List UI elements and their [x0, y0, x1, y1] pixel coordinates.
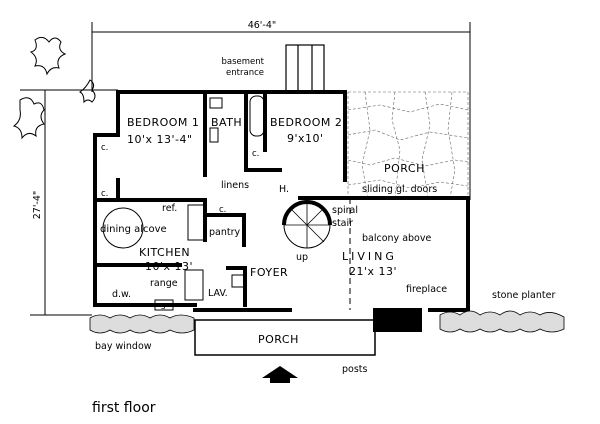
- entrance-label: entrance: [226, 68, 264, 78]
- width-dimension-label: 46'-4": [248, 20, 277, 31]
- closet-label: c.: [219, 205, 226, 215]
- sliding-doors-label: sliding gl. doors: [362, 184, 437, 195]
- closet-label: c.: [101, 189, 108, 199]
- foyer-label: FOYER: [250, 266, 288, 279]
- bedroom1-size: 10'x 13'-4": [127, 133, 193, 146]
- interior-lines: [102, 95, 376, 356]
- stair-label: stair: [332, 218, 353, 229]
- hall-label: H.: [279, 184, 289, 195]
- ref-label: ref.: [162, 203, 177, 214]
- depth-dimension-label: 27'-4": [32, 191, 43, 220]
- closet-label: c.: [252, 149, 259, 159]
- stone-porch: [347, 91, 469, 199]
- floor-caption: first floor: [92, 400, 156, 416]
- tree-icon: [12, 36, 96, 140]
- linens-label: linens: [221, 180, 249, 191]
- back-porch-label: PORCH: [384, 162, 425, 175]
- living-size: 21'x 13': [349, 265, 397, 278]
- basement-label: basement: [222, 57, 265, 67]
- pantry-label: pantry: [209, 227, 241, 238]
- entry-arrow-icon: [262, 366, 298, 383]
- kitchen-name: KITCHEN: [139, 246, 190, 259]
- spiral-label: spiral: [332, 205, 358, 216]
- spiral-stair: [282, 200, 332, 249]
- kitchen-size: 10'x 13': [145, 260, 193, 273]
- dimension-depth: [20, 89, 118, 316]
- dimension-width: [91, 22, 471, 200]
- bedroom2-name: BEDROOM 2: [270, 116, 342, 129]
- sink-label: s: [161, 302, 166, 312]
- closet-label: c.: [101, 143, 108, 153]
- dw-label: d.w.: [112, 289, 131, 300]
- basement-entrance: [285, 44, 325, 93]
- up-label: up: [296, 252, 308, 263]
- range-label: range: [150, 278, 178, 289]
- posts-label: posts: [342, 364, 368, 375]
- front-porch-label: PORCH: [258, 333, 299, 346]
- bay-window-label: bay window: [95, 341, 152, 352]
- living-name: LIVING: [342, 250, 397, 263]
- bedroom1-name: BEDROOM 1: [127, 116, 199, 129]
- dining-label: dining alcove: [100, 224, 167, 235]
- bath-label: BATH: [211, 116, 242, 129]
- bedroom2-size: 9'x10': [287, 132, 324, 145]
- fireplace-label: fireplace: [406, 284, 447, 295]
- stone-planter: [89, 310, 565, 334]
- stone-planter-label: stone planter: [492, 290, 555, 301]
- balcony-label: balcony above: [362, 233, 431, 244]
- lav-label: LAV.: [208, 288, 228, 299]
